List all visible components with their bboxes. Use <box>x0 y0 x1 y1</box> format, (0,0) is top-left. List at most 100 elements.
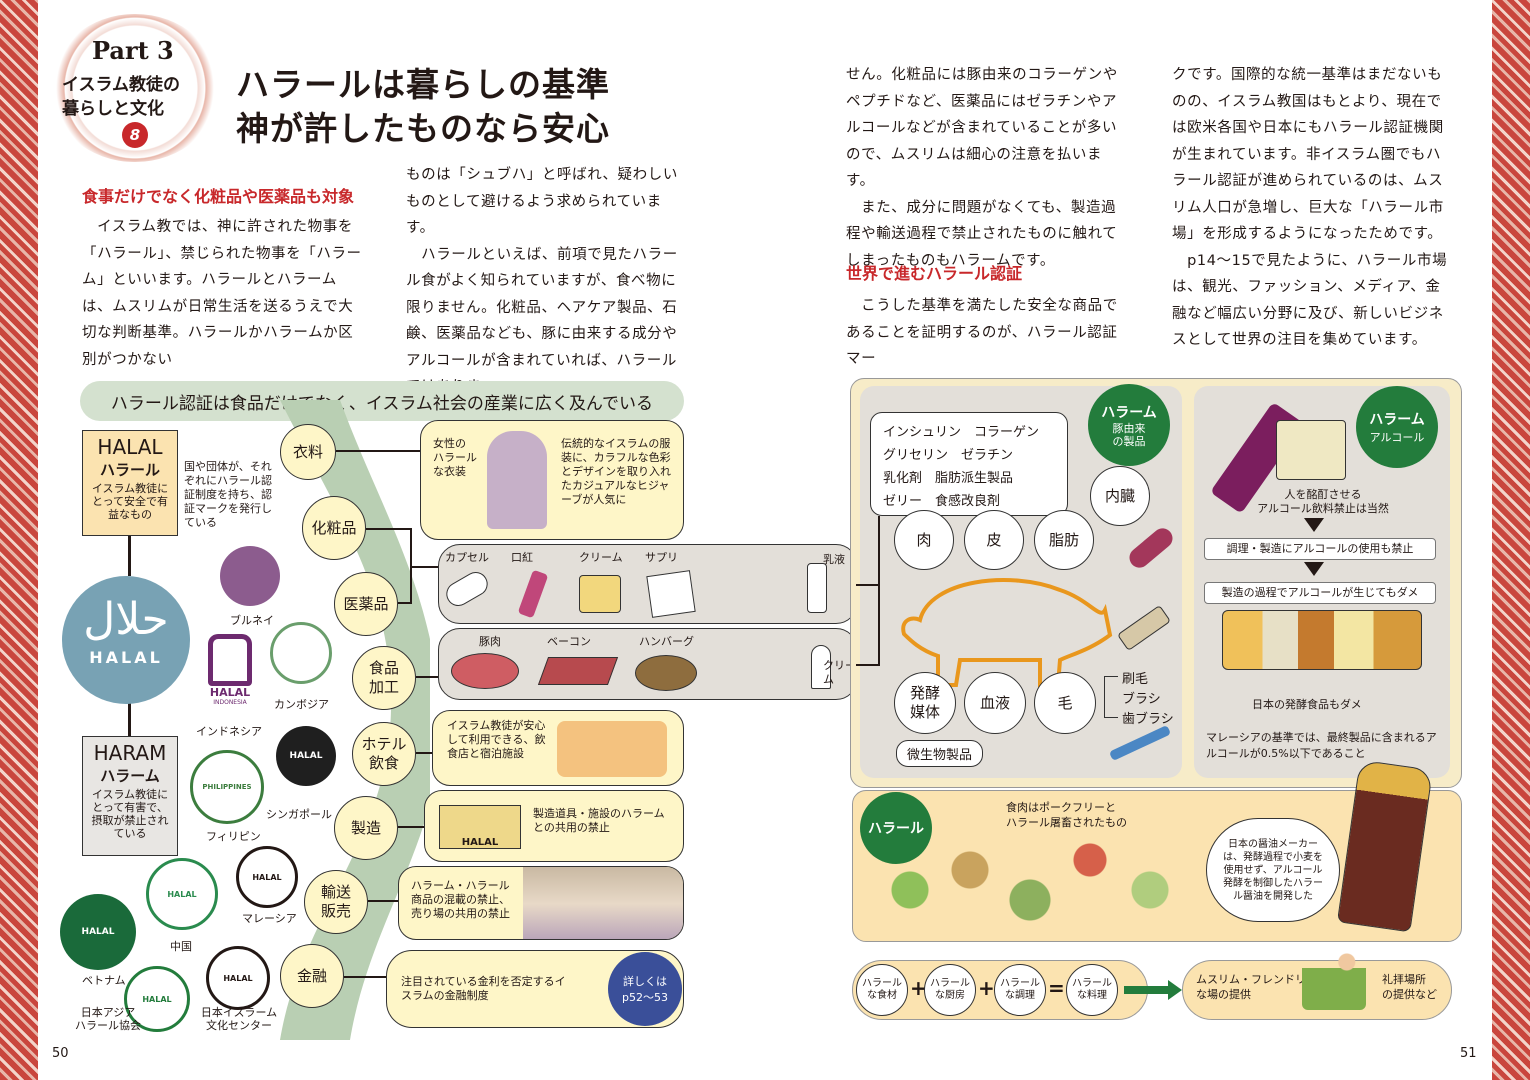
eq-cooking: ハラール な調理 <box>994 964 1046 1016</box>
category-band <box>280 400 430 1040</box>
microbe-label: 微生物製品 <box>896 740 984 767</box>
glasses-icon <box>1276 420 1346 480</box>
item-cream: クリーム <box>579 551 623 564</box>
part-hair: 毛 <box>1034 672 1096 734</box>
part-organs: 内臓 <box>1090 466 1150 526</box>
eq-op: + <box>910 976 927 1000</box>
category-cosmetics: 化粧品 <box>302 496 366 560</box>
praying-figure-illustration <box>1302 950 1366 1010</box>
eq-op: = <box>1048 976 1065 1000</box>
category-finance: 金融 <box>280 944 344 1008</box>
connector-line <box>856 664 880 666</box>
eq-dish: ハラール な料理 <box>1066 964 1118 1016</box>
connector-line <box>416 676 440 678</box>
indonesia-logo-text: HALAL <box>209 686 251 699</box>
indonesia-logo-sub: INDONESIA <box>213 699 247 706</box>
alcohol-label-sub: アルコール <box>1369 431 1425 444</box>
part-label: Part 3 <box>92 36 174 65</box>
store-photo <box>523 867 683 939</box>
alcohol-label-title: ハラーム <box>1369 412 1425 428</box>
eq-op: + <box>978 976 995 1000</box>
connector-line <box>128 700 131 736</box>
title-line2: 神が許したものなら安心 <box>236 109 610 148</box>
green-arrow <box>1124 986 1172 994</box>
part-skin: 皮 <box>964 510 1024 570</box>
connector-line <box>366 528 410 530</box>
halal-box: HALAL ハラール イスラム教徒にとって安全で有益なもの <box>82 430 178 536</box>
malaysia-standard: マレーシアの基準では、最終製品に含まれるアルコールが0.5%以下であること <box>1206 731 1437 760</box>
logo-jahc-label: 日本アジア ハラール協会 <box>75 1006 141 1032</box>
page-number-left: 50 <box>52 1046 69 1061</box>
logo-cambodia <box>270 622 332 684</box>
logo-malaysia-label: マレーシア <box>242 912 297 925</box>
logo-philippines-label: フィリピン <box>206 830 261 843</box>
halal-food-desc: 食肉はポークフリーと ハラール屠畜されたもの <box>1006 801 1127 829</box>
chapter-number-badge: 8 <box>122 122 148 148</box>
page-number-right: 51 <box>1460 1046 1477 1061</box>
alcohol-label: ハラーム アルコール <box>1356 386 1438 468</box>
category-medicine: 医薬品 <box>334 572 398 636</box>
logo-malaysia: HALAL <box>236 846 298 908</box>
hotel-desc: イスラム教徒が安心して利用できる、飲食店と宿泊施設 <box>447 719 546 760</box>
category-transport-sales: 輸送 販売 <box>304 870 368 934</box>
arrow-down <box>1304 562 1324 576</box>
part-badge: Part 3 イスラム教徒の 暮らしと文化 8 <box>50 14 220 162</box>
brush-3: 歯ブラシ <box>1122 712 1174 727</box>
connector-line <box>128 536 131 576</box>
haram-en: HARAM <box>93 741 167 765</box>
capsule-icon <box>441 567 493 611</box>
mfg-desc: 製造道具・施設のハラームとの共用の禁止 <box>533 807 665 834</box>
logo-jicc: HALAL <box>206 946 270 1010</box>
halal-logo-large: حلال HALAL <box>62 576 190 704</box>
alcohol-rule-1: 人を酩酊させる アルコール飲料禁止は当然 <box>1257 488 1389 515</box>
finance-desc: 注目されている金利を否定するイスラムの金融制度 <box>401 975 566 1002</box>
haram-desc: イスラム教徒にとって有害で、摂取が禁止されている <box>91 788 169 840</box>
decorative-border-left <box>0 0 38 1080</box>
item-capsule: カプセル <box>445 551 489 564</box>
left-column-1: イスラム教では、神に許された物事を「ハラール」、禁じられた物事を「ハラーム」とい… <box>82 219 362 368</box>
item-supplement: サプリ <box>645 551 678 564</box>
logo-brunei <box>220 546 280 606</box>
green-arrow-head <box>1168 980 1182 1000</box>
part-ferment: 発酵 媒体 <box>894 672 956 734</box>
clothing-desc: 伝統的なイスラムの服装に、カラフルな色彩とデザインを取り入れたカジュアルなヒジャ… <box>561 437 671 506</box>
eq-kitchen: ハラール な厨房 <box>924 964 976 1016</box>
category-clothing: 衣料 <box>280 424 336 480</box>
haram-jp: ハラーム <box>100 767 160 785</box>
connector-line <box>398 826 426 828</box>
hamburg-icon <box>635 655 697 691</box>
item-hamburg: ハンバーグ <box>639 635 694 648</box>
connector-line <box>368 900 400 902</box>
pork-icon <box>451 653 519 689</box>
pork-label: ハラーム 豚由来 の製品 <box>1088 384 1170 466</box>
prayer-place: 礼拝場所 の提供など <box>1382 973 1437 1001</box>
section-heading-2: 世界で進むハラール認証 <box>846 264 1023 283</box>
connector-line <box>856 584 880 586</box>
series-line1: イスラム教徒の <box>62 75 180 95</box>
part-meat: 肉 <box>894 510 954 570</box>
logo-indonesia-label: インドネシア <box>196 725 262 738</box>
logo-jahc: HALAL <box>124 966 190 1032</box>
lotion-bottle-icon <box>807 563 827 613</box>
category-manufacturing: 製造 <box>334 796 398 860</box>
part-blood: 血液 <box>964 672 1026 734</box>
fermented-foods-caption: 日本の発酵食品もダメ <box>1252 698 1362 711</box>
cosmetics-band: カプセル 口紅 クリーム サプリ 乳液 <box>438 544 858 624</box>
connector-line <box>336 450 422 452</box>
logo-brunei-label: ブルネイ <box>230 614 274 627</box>
soft-cream-icon <box>811 645 831 689</box>
connector-line <box>344 976 390 978</box>
logo-jicc-label: 日本イスラーム 文化センター <box>200 1006 278 1032</box>
pork-label-sub: 豚由来 の製品 <box>1112 422 1146 448</box>
logo-singapore-label: シンガポール <box>266 808 332 821</box>
logo-cambodia-label: カンボジア <box>274 698 329 711</box>
category-food-processing: 食品 加工 <box>352 646 416 710</box>
finance-ref-badge: 詳しくは p52～53 <box>608 952 682 1026</box>
cream-jar-icon <box>579 575 621 613</box>
haram-box: HARAM ハラーム イスラム教徒にとって有害で、摂取が禁止されている <box>82 736 178 856</box>
bacon-icon <box>537 657 619 685</box>
soy-note: 日本の醤油メーカーは、発酵過程で小麦を使用せず、アルコール発酵を制御したハラール… <box>1206 818 1340 922</box>
right-column-1a: せん。化粧品には豚由来のコラーゲンやペプチドなど、医薬品にはゼラチンやアルコール… <box>846 67 1118 269</box>
logo-china: HALAL <box>146 858 218 930</box>
halal-desc: イスラム教徒にとって安全で有益なもの <box>91 482 169 521</box>
